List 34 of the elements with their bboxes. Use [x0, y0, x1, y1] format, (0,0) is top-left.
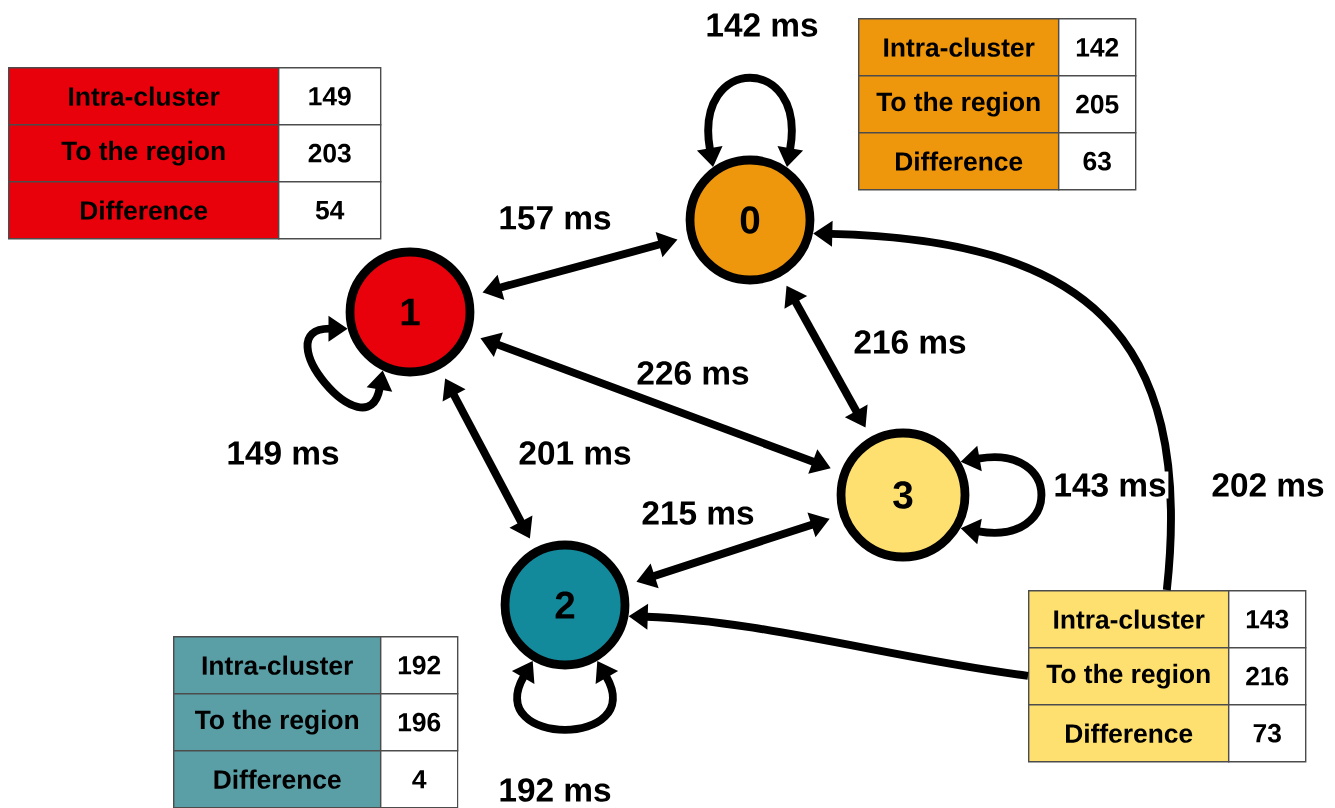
- edge-label: 201 ms: [519, 441, 631, 465]
- table-cell: 205: [1058, 75, 1137, 134]
- table-cell: 216: [1228, 647, 1307, 706]
- edge-label: 157 ms: [500, 206, 611, 230]
- edge-label: 226 ms: [637, 361, 749, 385]
- edge-label: 192 ms: [500, 778, 611, 802]
- table-cell: Difference: [173, 750, 382, 808]
- table-cell: Intra-cluster: [8, 67, 280, 126]
- table-cell: 142: [1058, 18, 1137, 77]
- table-cell: 203: [278, 124, 382, 183]
- table-cell: Intra-cluster: [858, 18, 1060, 77]
- table-cell: To the region: [858, 75, 1060, 134]
- table-cell: To the region: [173, 693, 382, 752]
- table-cell: 196: [380, 693, 459, 752]
- table-cell: Intra-cluster: [1028, 590, 1230, 649]
- table-cell: To the region: [1028, 647, 1230, 706]
- table-cell: 143: [1228, 590, 1307, 649]
- table-cell: Difference: [858, 132, 1060, 191]
- table-cell: Intra-cluster: [173, 636, 382, 695]
- edge-label: 216 ms: [854, 330, 966, 354]
- table-cell: To the region: [8, 124, 280, 183]
- edge-label: 142 ms: [707, 13, 818, 37]
- table-cell: Difference: [1028, 704, 1230, 763]
- table-cell: 149: [278, 67, 382, 126]
- edge-label: 143 ms: [1055, 473, 1166, 497]
- table-cell: 4: [380, 750, 459, 808]
- table-cell: 192: [380, 636, 459, 695]
- table-cell: Difference: [8, 181, 280, 240]
- table-cell: 73: [1228, 704, 1307, 763]
- table-cell: 63: [1058, 132, 1137, 191]
- edge-label: 202 ms: [1212, 473, 1324, 497]
- table-cell: 54: [278, 181, 382, 240]
- edge-label: 215 ms: [642, 501, 754, 525]
- edge-label: 149 ms: [228, 441, 339, 465]
